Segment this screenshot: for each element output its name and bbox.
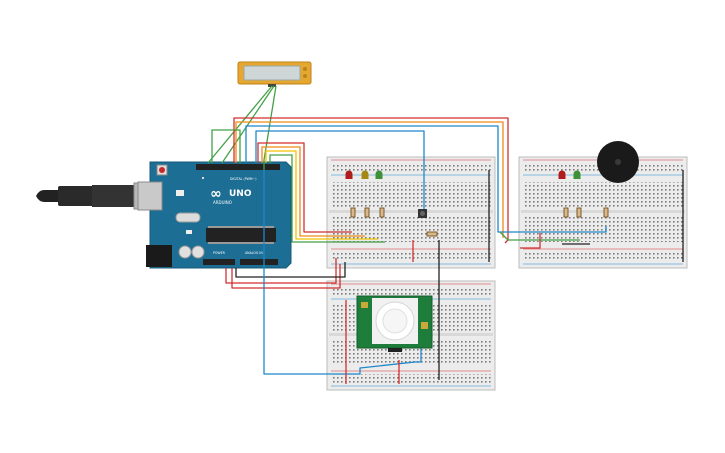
arduino-uno-board: ∞ UNO ARDUINO DIGITAL (PWM~) POWER ANALO… bbox=[137, 161, 292, 269]
led-green-right bbox=[573, 170, 581, 179]
led-red-right bbox=[558, 170, 566, 179]
led-red-left bbox=[345, 170, 353, 179]
led-yellow-left bbox=[361, 170, 369, 179]
breadboard-main bbox=[326, 156, 496, 269]
lcd-display bbox=[237, 61, 312, 87]
wires bbox=[207, 85, 684, 384]
arduino-power-label: POWER bbox=[213, 251, 226, 255]
resistors-left bbox=[350, 207, 438, 237]
buzzer bbox=[597, 141, 639, 183]
pushbutton bbox=[418, 209, 427, 218]
arduino-logo: ∞ bbox=[210, 186, 222, 202]
arduino-analog-label: ANALOG IN bbox=[245, 251, 263, 255]
arduino-brand-text: ARDUINO bbox=[213, 200, 232, 205]
led-green-left bbox=[375, 170, 383, 179]
pir-sensor bbox=[356, 295, 433, 352]
arduino-model-text: UNO bbox=[229, 189, 252, 199]
arduino-digital-label: DIGITAL (PWM~) bbox=[230, 177, 256, 181]
resistors-right bbox=[563, 207, 609, 218]
